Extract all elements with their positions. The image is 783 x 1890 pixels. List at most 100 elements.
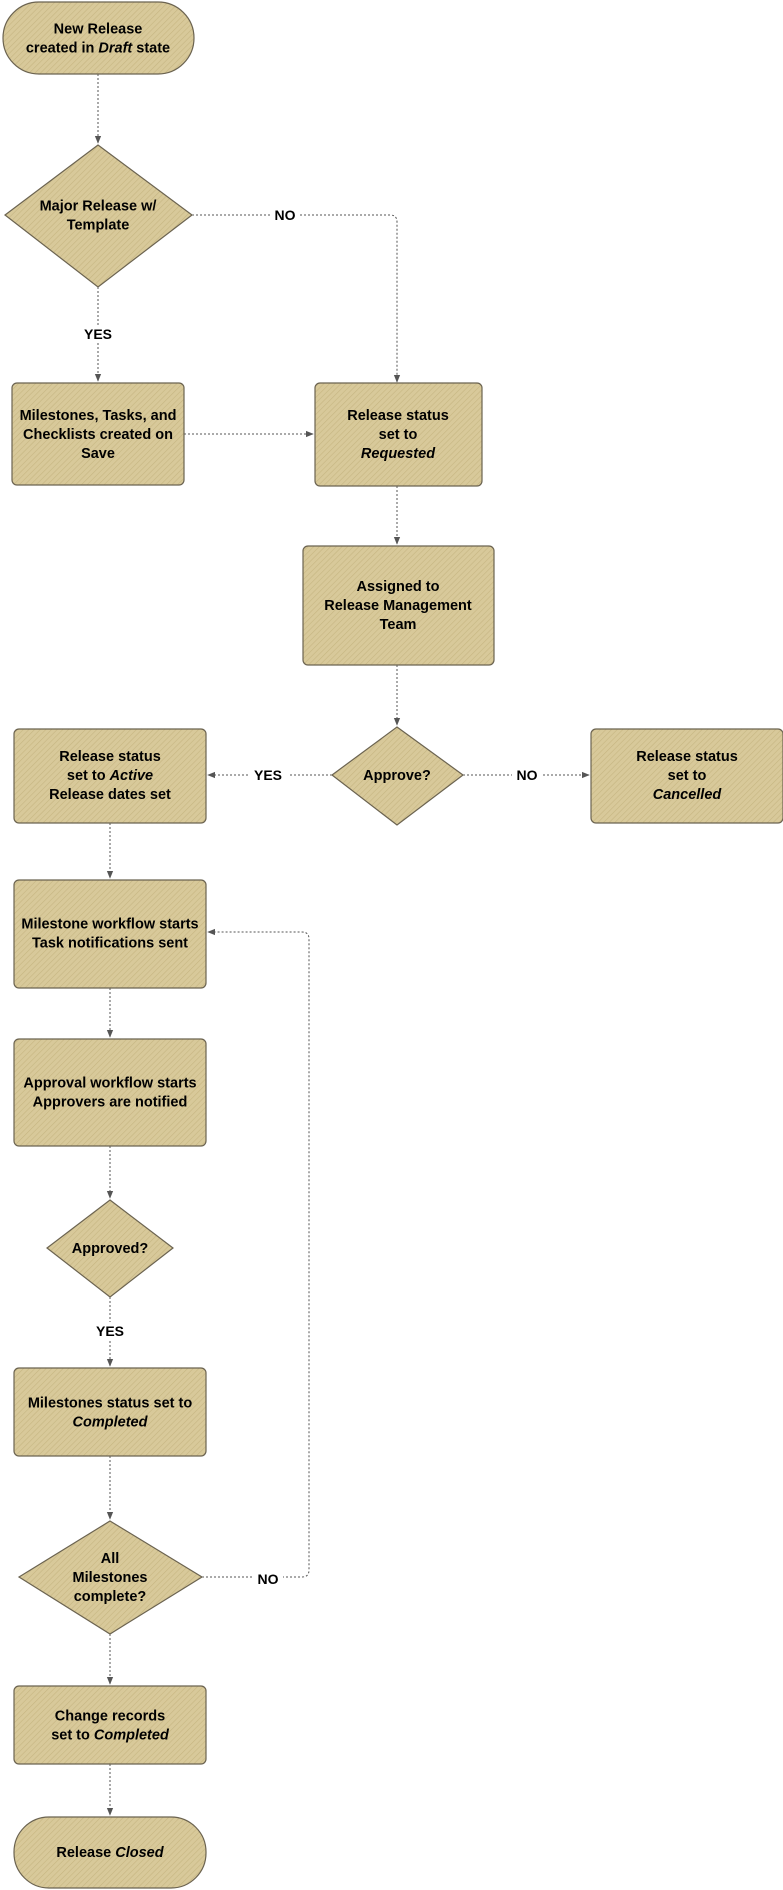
node-label-run: Release status [347, 408, 449, 424]
node-approve-decision: Approve? [331, 726, 465, 826]
node-label-line: Template [67, 218, 130, 234]
edge-label-allms-msworkflow: NO [258, 1571, 279, 1587]
node-label-run: Change records [55, 1709, 165, 1725]
node-label-run: Approvers are notified [33, 1095, 188, 1111]
node-label-run: set to [668, 768, 707, 784]
node-change-label: Change records set to Completed [51, 1709, 170, 1744]
node-release-cancelled: Release status set to Cancelled [590, 728, 783, 824]
node-label-line: created in Draft state [26, 41, 170, 57]
node-label-line: Save [81, 446, 115, 462]
node-change-records: Change records set to Completed [13, 1685, 207, 1765]
node-milestones-completed: Milestones status set to Completed [13, 1367, 207, 1457]
node-label-run: Template [67, 218, 130, 234]
node-label-line: Release status [347, 408, 449, 424]
node-ms-completed-label: Milestones status set to Completed [28, 1396, 193, 1431]
node-label-line: Approvers are notified [33, 1095, 188, 1111]
node-release-closed: Release Closed [13, 1816, 207, 1889]
node-label-line: Release status [636, 749, 738, 765]
node-label-italic-run: Completed [94, 1728, 170, 1744]
node-label-italic-run: Cancelled [653, 787, 723, 803]
node-label-run: Release status [636, 749, 738, 765]
node-label-line: New Release [54, 22, 143, 38]
node-label-line: Assigned to [357, 579, 440, 595]
node-label-line: complete? [74, 1589, 147, 1605]
node-label-line: set to [379, 427, 418, 443]
edge-major-requested [192, 214, 401, 383]
node-label-line: Milestones [73, 1570, 148, 1586]
node-label-line: Completed [73, 1415, 149, 1431]
node-label-run: Major Release w/ [40, 199, 157, 215]
node-label-line: Requested [361, 446, 436, 462]
node-label-line: Release status [59, 749, 161, 765]
node-label-line: Milestones, Tasks, and [20, 408, 177, 424]
node-major-label: Major Release w/Template [40, 199, 157, 234]
node-label-run: Approval workflow starts [23, 1076, 196, 1092]
node-label-italic-run: Requested [361, 446, 436, 462]
node-label-run: Release Management [324, 598, 472, 614]
node-label-run: Team [380, 617, 417, 633]
node-major-release-decision: Major Release w/Template [4, 144, 193, 288]
node-label-line: Major Release w/ [40, 199, 157, 215]
node-label-run: set to [379, 427, 418, 443]
node-label-run: Milestones [73, 1570, 148, 1586]
node-label-run: Checklists created on [23, 427, 173, 443]
node-approved-label: Approved? [72, 1241, 149, 1257]
edge-label-approve-active: YES [254, 767, 282, 783]
node-label-line: Approval workflow starts [23, 1076, 196, 1092]
node-label-line: Task notifications sent [32, 936, 188, 952]
node-start: New Release created in Draft state [2, 1, 195, 75]
node-label-line: Checklists created on [23, 427, 173, 443]
node-label-line: Cancelled [653, 787, 723, 803]
node-label-italic-run: Active [109, 768, 154, 784]
node-cancelled-label: Release status set to Cancelled [636, 749, 738, 803]
node-label-line: Change records [55, 1709, 165, 1725]
node-label-run: Milestones status set to [28, 1396, 193, 1412]
node-label-run: Release [56, 1845, 115, 1861]
node-requested-label: Release status set to Requested [347, 408, 449, 462]
node-closed-label: Release Closed [56, 1845, 164, 1861]
node-approved-decision: Approved? [46, 1199, 174, 1298]
node-label-run: Save [81, 446, 115, 462]
node-label-line: Approve? [363, 768, 431, 784]
node-label-line: All [101, 1551, 120, 1567]
node-label-line: Release dates set [49, 787, 171, 803]
node-label-line: set to [668, 768, 707, 784]
node-label-italic-run: Completed [73, 1415, 149, 1431]
node-label-italic-run: Draft [98, 41, 133, 57]
edge-label-approved-mscompleted: YES [96, 1323, 124, 1339]
node-label-run: state [132, 41, 170, 57]
node-label-line: Team [380, 617, 417, 633]
node-label-run: Release status [59, 749, 161, 765]
node-label-line: Milestones status set to [28, 1396, 193, 1412]
node-label-run: All [101, 1551, 120, 1567]
node-label-run: complete? [74, 1589, 147, 1605]
node-label-italic-run: Closed [115, 1845, 164, 1861]
node-start-label: New Release created in Draft state [26, 22, 170, 57]
node-label-line: Milestone workflow starts [21, 917, 198, 933]
node-label-run: New Release [54, 22, 143, 38]
node-label-line: Release Management [324, 598, 472, 614]
node-label-run: Assigned to [357, 579, 440, 595]
edge-labels: NO YES YES NO YES NO [78, 206, 542, 1588]
edge-label-major-requested: NO [275, 207, 296, 223]
node-label-run: Task notifications sent [32, 936, 188, 952]
node-label-line: set to Completed [51, 1728, 170, 1744]
edge-label-approve-cancelled: NO [517, 767, 538, 783]
node-release-requested: Release status set to Requested [314, 382, 483, 487]
node-label-run: Milestone workflow starts [21, 917, 198, 933]
node-label-run: Approve? [363, 768, 431, 784]
edge-allms-msworkflow [202, 928, 310, 1578]
